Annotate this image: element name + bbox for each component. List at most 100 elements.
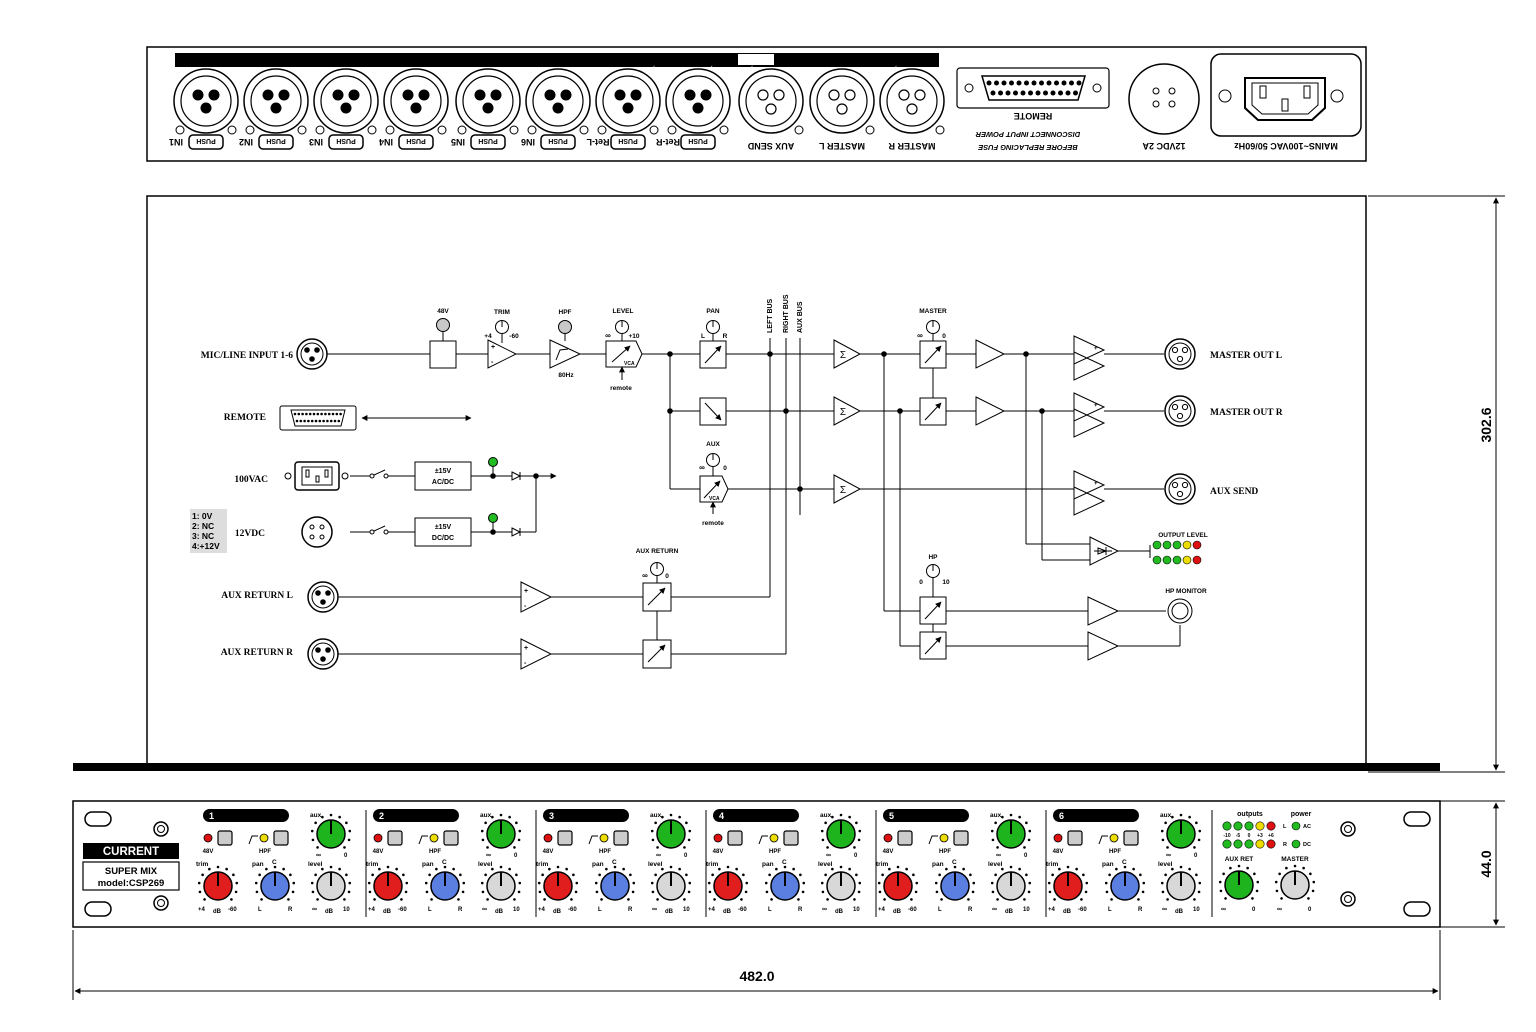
- hpf-led: [939, 833, 949, 843]
- push-label: PUSH: [336, 137, 355, 144]
- pan-left: L: [938, 907, 942, 913]
- rear-input-jack[interactable]: [383, 68, 449, 135]
- svg-text:∞: ∞: [917, 331, 923, 340]
- aux-label: aux: [650, 812, 662, 819]
- rear-input-jack[interactable]: [313, 68, 379, 135]
- phantom-button[interactable]: [217, 830, 233, 846]
- aux-vca: VCA AUX ∞ 0 remote: [699, 441, 729, 527]
- pan-knob[interactable]: [934, 865, 976, 901]
- pan-label: pan: [1102, 861, 1114, 868]
- aux-knob[interactable]: [480, 813, 522, 849]
- rear-input-jack[interactable]: [455, 68, 521, 135]
- meter-led: [1152, 540, 1162, 550]
- rear-output-jack[interactable]: [879, 68, 945, 135]
- hpf-button[interactable]: [613, 830, 629, 846]
- hpf-button[interactable]: [783, 830, 799, 846]
- master-out-r-label: MASTER OUT R: [1210, 408, 1283, 418]
- svg-text:PAN: PAN: [706, 308, 720, 315]
- level-knob[interactable]: [480, 865, 522, 901]
- phantom-button[interactable]: [387, 830, 403, 846]
- push-label: PUSH: [618, 137, 637, 144]
- pan-knob[interactable]: [424, 865, 466, 901]
- trim-knob[interactable]: [367, 865, 409, 901]
- trim-knob[interactable]: [877, 865, 919, 901]
- aux-max: 0: [1024, 853, 1028, 859]
- trim-knob[interactable]: [707, 865, 749, 901]
- svg-text:DC/DC: DC/DC: [432, 535, 454, 542]
- level-min: ∞: [1162, 906, 1167, 913]
- phantom-led: [883, 833, 893, 843]
- pan-knob[interactable]: [764, 865, 806, 901]
- aux-knob[interactable]: [990, 813, 1032, 849]
- phantom-button[interactable]: [727, 830, 743, 846]
- pan-knob[interactable]: [594, 865, 636, 901]
- phantom-button[interactable]: [897, 830, 913, 846]
- meter-detector: OUTPUT LEVEL: [1089, 532, 1208, 566]
- push-latch[interactable]: PUSH: [470, 134, 506, 150]
- rack-screw-icon: [153, 821, 1356, 911]
- aux-knob[interactable]: [650, 813, 692, 849]
- rear-input-jack[interactable]: [665, 68, 731, 135]
- rear-input-jack[interactable]: [595, 68, 661, 135]
- aux-knob[interactable]: [820, 813, 862, 849]
- push-latch[interactable]: PUSH: [258, 134, 294, 150]
- trim-knob[interactable]: [537, 865, 579, 901]
- rear-output-jack[interactable]: [809, 68, 875, 135]
- rear-input-jack[interactable]: [525, 68, 591, 135]
- junctions: [490, 351, 1045, 535]
- remote-diagram-label: REMOTE: [224, 413, 266, 423]
- svg-text:+: +: [1094, 481, 1098, 487]
- trim-knob[interactable]: [197, 865, 239, 901]
- level-knob[interactable]: [990, 865, 1032, 901]
- push-latch[interactable]: PUSH: [328, 134, 364, 150]
- pan-center: C: [1122, 859, 1127, 866]
- svg-text:0: 0: [723, 465, 727, 472]
- phantom-button[interactable]: [557, 830, 573, 846]
- level-label: level: [648, 861, 663, 868]
- level-knob[interactable]: [1160, 865, 1202, 901]
- rear-input-jack[interactable]: [243, 68, 309, 135]
- level-knob[interactable]: [310, 865, 352, 901]
- aux-knob[interactable]: [1160, 813, 1202, 849]
- pan-knob[interactable]: [254, 865, 296, 901]
- hpf-led: [259, 833, 269, 843]
- svg-text:+10: +10: [628, 333, 639, 340]
- hpf-button[interactable]: [443, 830, 459, 846]
- hpf-button[interactable]: [953, 830, 969, 846]
- hpf-button[interactable]: [1123, 830, 1139, 846]
- pan-label: pan: [422, 861, 434, 868]
- block-diagram: MIC/LINE INPUT 1-6 REMOTE 100VAC 12VDC A…: [146, 195, 1367, 767]
- push-latch[interactable]: PUSH: [610, 134, 646, 150]
- rear-input-jack[interactable]: [173, 68, 239, 135]
- pan-knob[interactable]: [1104, 865, 1146, 901]
- channel-name-strip: [203, 809, 289, 822]
- aux-knob[interactable]: [310, 813, 352, 849]
- pan-left: L: [428, 907, 432, 913]
- push-latch[interactable]: PUSH: [540, 134, 576, 150]
- dc-jack[interactable]: [1128, 63, 1200, 135]
- push-latch[interactable]: PUSH: [398, 134, 434, 150]
- rear-output-jack[interactable]: [738, 68, 804, 135]
- trim-knob[interactable]: [1047, 865, 1089, 901]
- svg-text:+: +: [1094, 403, 1098, 409]
- rear-output-label: AUX SEND: [747, 141, 794, 151]
- hpf-button[interactable]: [273, 830, 289, 846]
- channel-number: 3: [549, 811, 554, 821]
- level-label: level: [1158, 861, 1173, 868]
- meter-scale-label: -5: [1236, 833, 1241, 839]
- push-latch[interactable]: PUSH: [188, 134, 224, 150]
- svg-text:±15V: ±15V: [435, 524, 452, 531]
- remote-port[interactable]: [956, 67, 1110, 109]
- hp-section: HP 0 10 HP MONITOR: [919, 554, 1207, 661]
- level-knob[interactable]: [820, 865, 862, 901]
- phantom-button[interactable]: [1067, 830, 1083, 846]
- level-knob[interactable]: [650, 865, 692, 901]
- channel-number: 2: [379, 811, 384, 821]
- aux-return-knob[interactable]: [1218, 864, 1260, 900]
- push-latch[interactable]: PUSH: [680, 134, 716, 150]
- svg-text:AUX RET: AUX RET: [1225, 856, 1254, 863]
- mains-inlet[interactable]: [1210, 53, 1362, 137]
- hpf-led: [599, 833, 609, 843]
- master-knob[interactable]: [1274, 864, 1316, 900]
